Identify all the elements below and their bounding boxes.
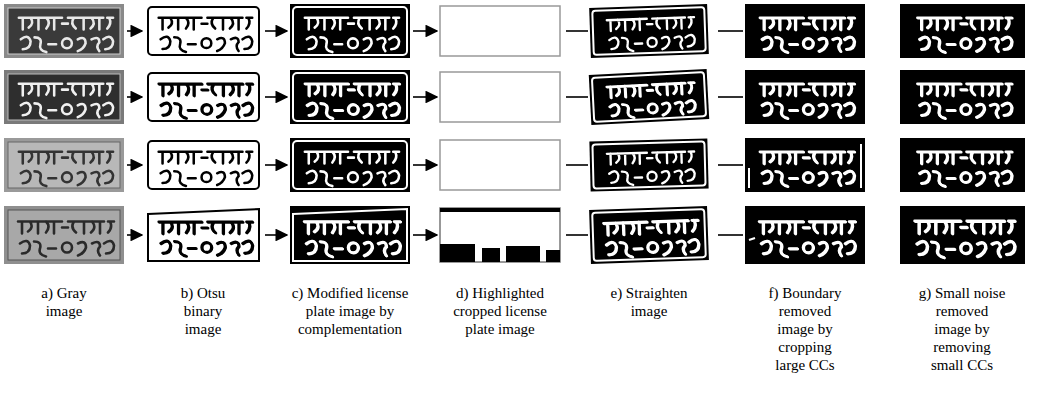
binary-plate bbox=[145, 4, 262, 264]
straight-plate bbox=[589, 4, 709, 264]
panel-caption: e) Straighten image bbox=[605, 284, 693, 320]
panel-caption: d) Highlighted cropped license plate ima… bbox=[452, 284, 548, 338]
flow-arrow bbox=[127, 31, 743, 235]
panel-caption: g) Small noise removed image by removing… bbox=[918, 284, 1006, 374]
noise-removed-plate bbox=[900, 4, 1025, 264]
highlight-plate bbox=[440, 6, 560, 262]
panel-caption: c) Modified license plate image by compl… bbox=[288, 284, 412, 338]
complement-plate bbox=[290, 4, 410, 264]
boundary-removed-plate bbox=[745, 4, 865, 264]
gray-plate bbox=[4, 4, 124, 264]
panel-caption: b) Otsu binary image bbox=[171, 284, 235, 338]
panel-caption: a) Gray image bbox=[28, 284, 100, 320]
panel-caption: f) Boundary removed image by cropping la… bbox=[764, 284, 846, 374]
